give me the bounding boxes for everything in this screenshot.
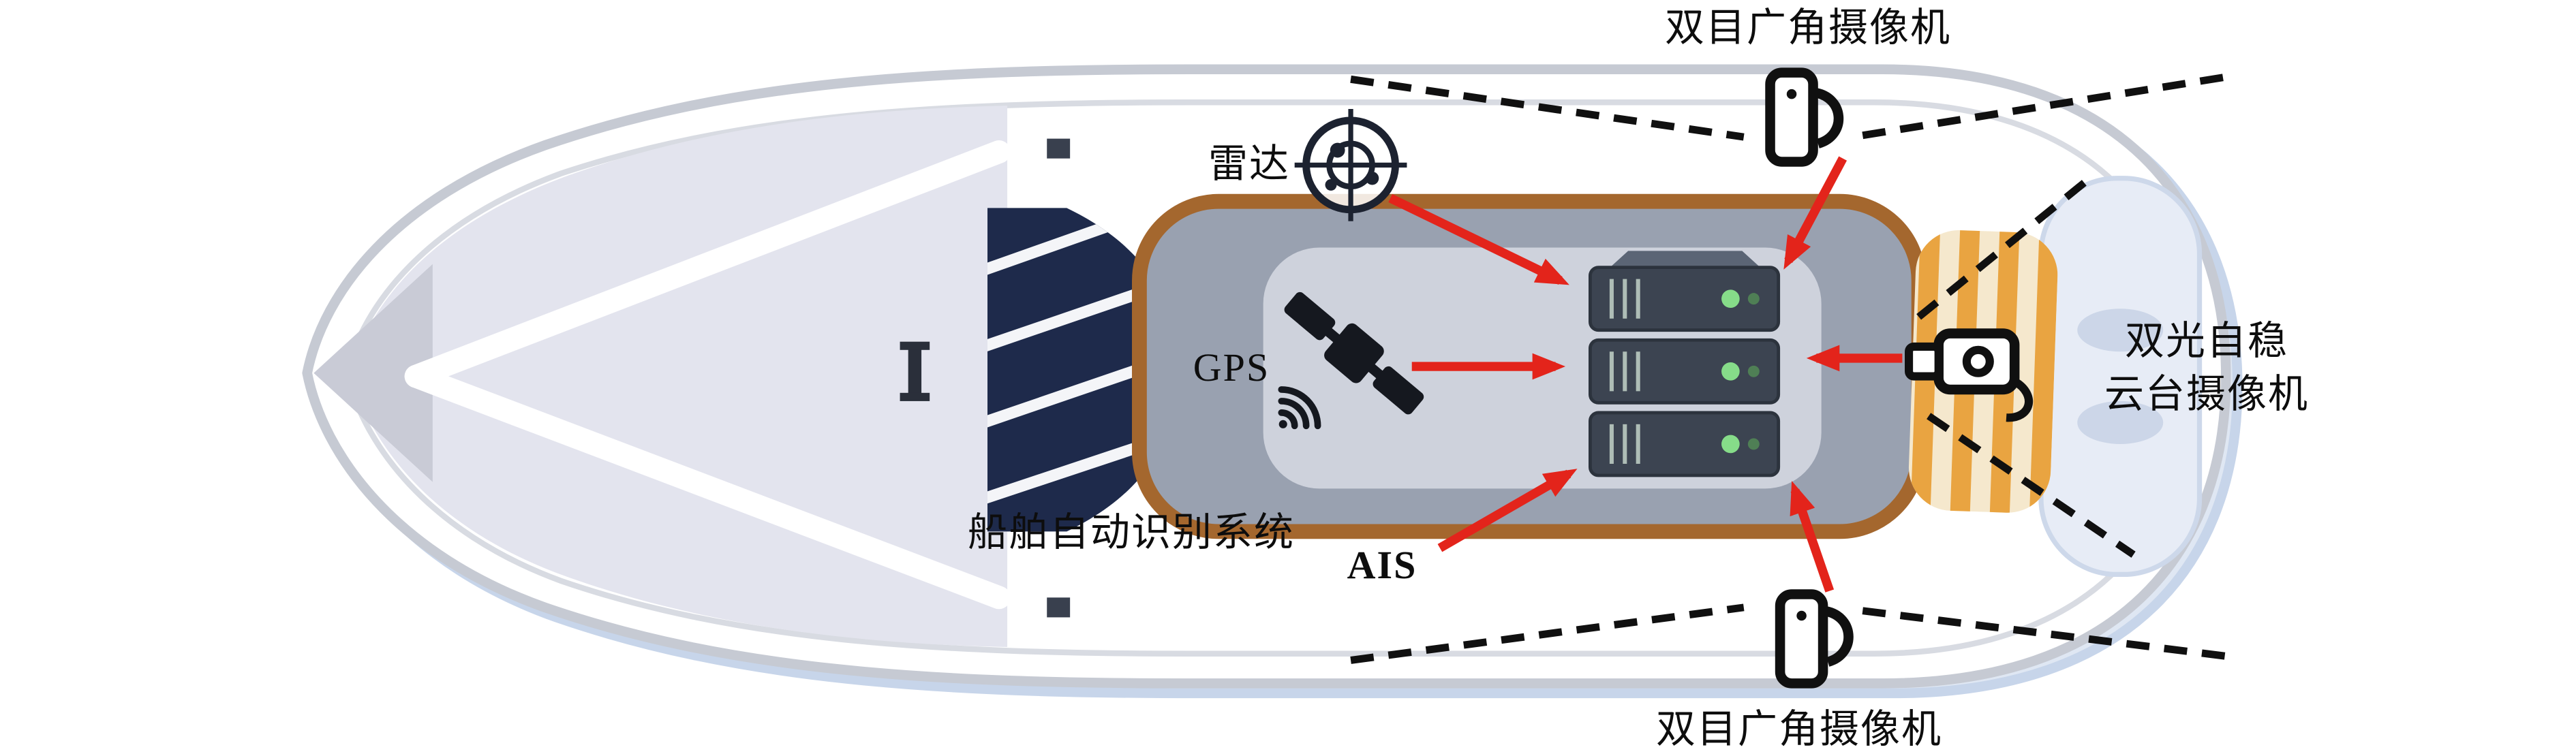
label-gps: GPS — [1193, 345, 1270, 390]
arrow-camera-top — [1783, 156, 1847, 270]
server-unit — [1589, 338, 1781, 405]
fov-top-left — [1350, 75, 1745, 141]
bow-chevron — [404, 140, 1011, 610]
gimbal-camera-icon — [1905, 328, 2034, 422]
binocular-camera-bottom-icon — [1775, 589, 1854, 689]
bow-deck — [350, 106, 1008, 648]
signal-arrows — [1388, 156, 1903, 593]
arrow-camera-bottom — [1790, 481, 1835, 593]
arrow-ais — [1437, 469, 1578, 552]
label-gimbal-camera: 双光自稳 云台摄像机 — [2104, 315, 2309, 420]
stern-seat — [2077, 309, 2164, 352]
fov-bottom-left — [1350, 603, 1745, 664]
arrow-radar — [1388, 193, 1569, 285]
label-ais-system: 船舶自动识别系统 — [967, 510, 1295, 554]
label-gimbal-camera-line2: 云台摄像机 — [2104, 371, 2310, 416]
label-ais: AIS — [1347, 543, 1417, 587]
gps-satellite-icon — [1278, 292, 1424, 430]
server-unit — [1589, 411, 1781, 477]
stern-seat — [2077, 400, 2164, 444]
camera-fov-lines — [1350, 72, 2233, 664]
mast — [900, 341, 930, 401]
label-camera-bottom: 双目广角摄像机 — [1655, 707, 1943, 751]
fov-bottom-right — [1862, 607, 2233, 661]
fov-right-lower — [1927, 413, 2136, 558]
cleat-bottom — [1047, 597, 1071, 618]
bow-tip — [313, 264, 433, 482]
gps-signal-waves — [1278, 386, 1321, 430]
label-camera-top: 双目广角摄像机 — [1664, 5, 1952, 50]
binocular-camera-top-icon — [1765, 67, 1844, 167]
fov-top-right — [1862, 72, 2233, 140]
cleat-top — [1047, 138, 1071, 159]
label-radar: 雷达 — [1208, 142, 1291, 186]
label-gimbal-camera-line1: 双光自稳 — [2124, 319, 2289, 363]
radar-icon — [1294, 108, 1407, 221]
server-unit — [1589, 266, 1781, 332]
server-rack — [1589, 251, 1781, 477]
